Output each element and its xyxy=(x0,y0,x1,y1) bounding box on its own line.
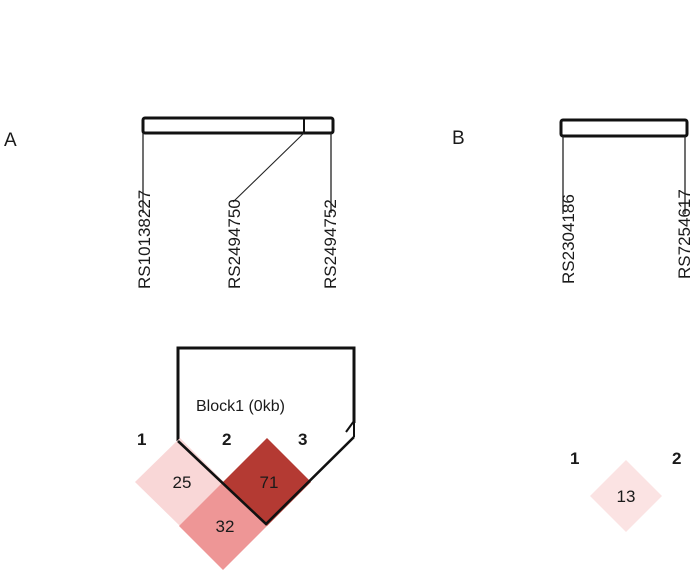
panel-b-ld-cell-1-2 xyxy=(590,460,662,532)
panel-a-index-3: 3 xyxy=(298,430,307,449)
panel-b-index-2: 2 xyxy=(672,449,681,468)
panel-b-snp-name-2: RS7254617 xyxy=(675,189,694,279)
panel-a-block-outline xyxy=(176,346,356,441)
panel-a-index-2: 2 xyxy=(222,430,231,449)
panel-b-label: B xyxy=(452,128,465,149)
panel-b: B RS2304186 RS7254617 1 2 13 xyxy=(452,118,694,532)
panel-a-label: A xyxy=(4,130,17,151)
panel-b-index-1: 1 xyxy=(570,449,579,468)
panel-a-snp2-connector xyxy=(232,132,305,203)
panel-a: A RS10138227 RS2494750 RS2494752 Block1 … xyxy=(4,116,356,570)
panel-a-snp-name-1: RS10138227 xyxy=(135,190,154,289)
panel-a-index-1: 1 xyxy=(137,430,146,449)
panel-a-block-corner xyxy=(345,417,355,437)
panel-a-chromosome-bar xyxy=(141,116,335,135)
panel-a-block-label: Block1 (0kb) xyxy=(196,398,285,415)
panel-a-block-triangle xyxy=(177,436,355,526)
panel-a-ld-value-2-3: 71 xyxy=(260,473,279,492)
panel-a-ld-value-1-3: 32 xyxy=(216,517,235,536)
panel-a-snp-name-3: RS2494752 xyxy=(321,199,340,289)
panel-b-chromosome-bar xyxy=(559,118,689,138)
panel-a-ld-value-1-2: 25 xyxy=(173,473,192,492)
panel-b-snp-name-1: RS2304186 xyxy=(559,194,578,284)
panel-a-snp-name-2: RS2494750 xyxy=(225,199,244,289)
panel-b-ld-value-1-2: 13 xyxy=(617,487,636,506)
